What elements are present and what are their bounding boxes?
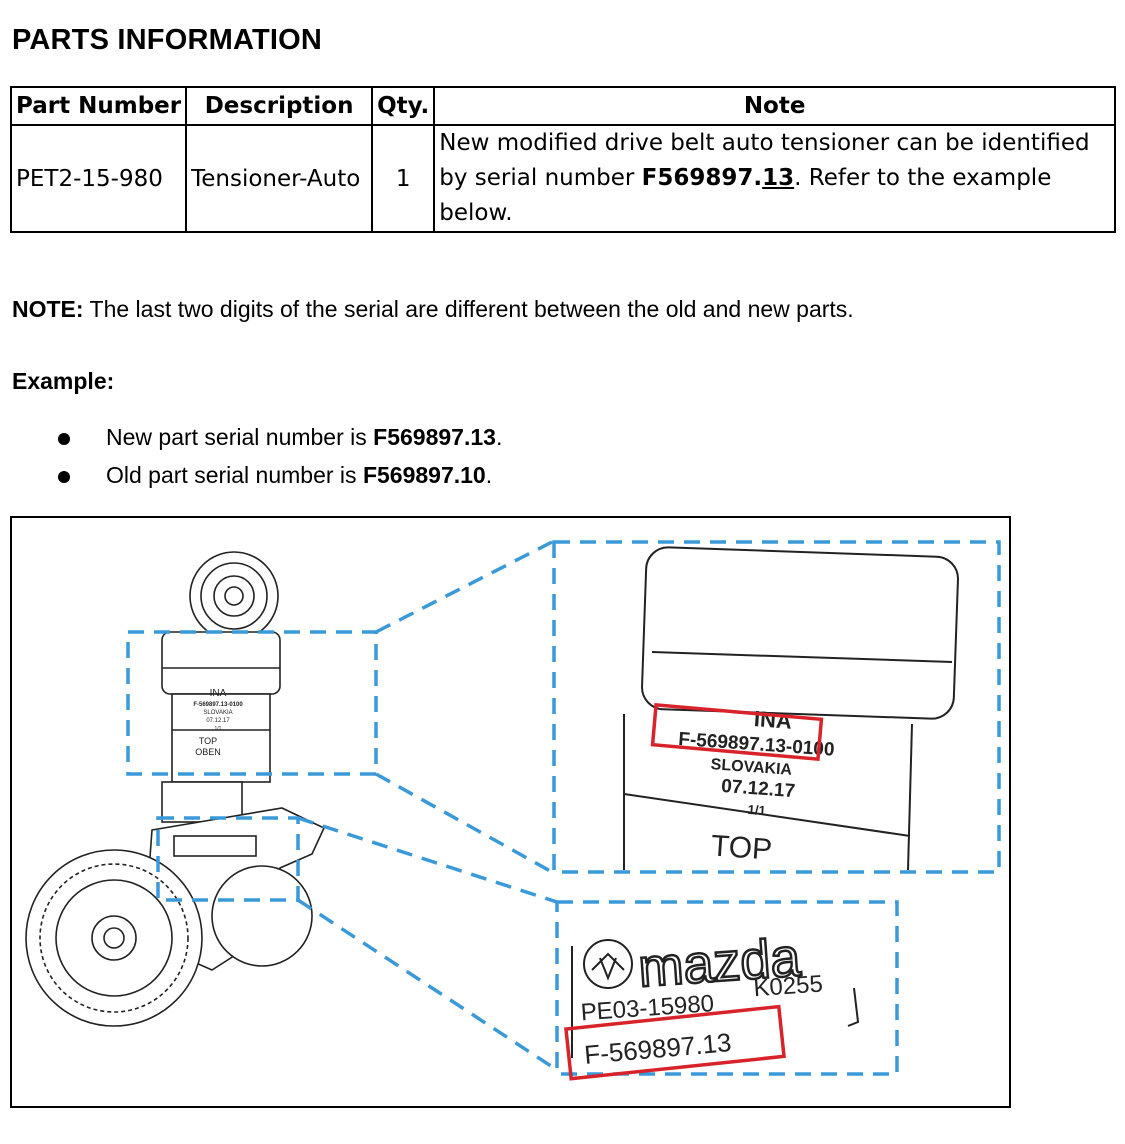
note-label: NOTE: <box>12 296 84 322</box>
note-serial-base: F569897. <box>641 165 763 191</box>
example-text-old: Old part serial number is <box>106 462 363 488</box>
note-text-2: . Refer to the example below. <box>439 165 1052 226</box>
small-label-text: INA F-569897.13-0100 SLOVAKIA 07.12.17 1… <box>193 688 243 757</box>
zoom-top-text-label: TOP <box>710 829 773 866</box>
zoom-callout-top <box>552 540 1001 874</box>
tensioner-illustration: INA F-569897.13-0100 SLOVAKIA 07.12.17 1… <box>25 540 1001 1081</box>
example-serial-new: F569897.13 <box>373 424 496 450</box>
pulley-bolt <box>103 927 125 949</box>
small-label-brand: INA <box>210 688 227 699</box>
example-label: Example: <box>12 368 115 394</box>
small-callout-bottom <box>156 816 300 902</box>
zoom-serial: F-569897.13-0100 <box>678 729 835 761</box>
zoom-body-line <box>623 793 911 837</box>
example-end-new: . <box>495 424 503 450</box>
small-callout-top <box>126 630 378 776</box>
parts-table: Part Number Description Qty. Note PET2-1… <box>9 86 1116 233</box>
connector-bottom-b <box>297 898 558 1072</box>
header-description: Description <box>185 86 374 126</box>
note-serial-suffix: 13 <box>762 165 795 191</box>
zoom-bottom-text: mazda PE03-15980 K0255 F-569897.13 <box>580 926 824 1070</box>
small-label-origin: SLOVAKIA <box>203 710 232 716</box>
example-text-new: New part serial number is <box>106 424 374 450</box>
arm-pivot <box>211 865 313 967</box>
cell-qty: 1 <box>371 124 436 233</box>
tensioner-figure: INA F-569897.13-0100 SLOVAKIA 07.12.17 1… <box>10 516 1011 1108</box>
zoom-cap <box>641 546 959 720</box>
zoom-body-sides <box>623 714 913 871</box>
connector-top-a <box>375 540 553 634</box>
bullet-icon <box>58 433 70 445</box>
zoom-plate-edges <box>571 946 860 1058</box>
zoom-origin: SLOVAKIA <box>710 756 793 779</box>
tensioner-drawing <box>25 551 326 1027</box>
note-text: The last two digits of the serial are di… <box>83 296 854 322</box>
small-label-date: 07.12.17 <box>206 718 230 724</box>
cell-description: Tensioner-Auto <box>185 124 374 233</box>
note-text-1: New modified drive belt auto tensioner c… <box>439 130 1090 191</box>
arm-label-plate <box>173 835 257 857</box>
upper-eye-bolt <box>224 586 244 606</box>
zoom-top-text: INA F-569897.13-0100 SLOVAKIA 07.12.17 1… <box>678 706 835 867</box>
small-label-top: TOP <box>199 736 217 746</box>
note-serial: F569897.13 <box>642 165 795 191</box>
header-qty: Qty. <box>371 86 436 126</box>
cell-note: New modified drive belt auto tensioner c… <box>433 124 1116 233</box>
zoom-top-drawing <box>623 546 959 871</box>
bullet-icon <box>58 471 70 483</box>
small-label-code: 1/1 <box>215 726 222 732</box>
zoom-callout-bottom <box>555 900 899 1076</box>
small-label-oben: OBEN <box>195 747 221 757</box>
zoom-code: 1/1 <box>747 802 766 818</box>
example-list: New part serial number is F569897.13. Ol… <box>58 424 502 500</box>
header-note: Note <box>433 86 1116 126</box>
zoom-cap-line <box>651 651 953 663</box>
header-part-number: Part Number <box>9 86 188 126</box>
zoom-logo-text: mazda <box>636 927 803 998</box>
cylinder-rod <box>161 781 243 823</box>
zoom-bottom-highlight <box>564 1004 786 1081</box>
zoom-top-highlight <box>650 702 824 762</box>
example-serial-old: F569897.10 <box>362 462 486 488</box>
mazda-logo-wings <box>591 952 625 981</box>
zoom-lot-code: K0255 <box>753 970 824 1002</box>
cell-part-number: PET2-15-980 <box>9 124 188 233</box>
cylinder-cap <box>161 631 281 695</box>
table-header-row: Part Number Description Qty. Note <box>9 86 1116 126</box>
callout-frames <box>126 540 1001 1076</box>
connector-bottom-a <box>297 816 558 904</box>
table-row: PET2-15-980 Tensioner-Auto 1 New modifie… <box>9 124 1116 233</box>
list-item: New part serial number is F569897.13. <box>58 424 502 462</box>
small-label-serial: F-569897.13-0100 <box>193 702 243 708</box>
list-item: Old part serial number is F569897.10. <box>58 462 502 500</box>
zoom-date: 07.12.17 <box>721 776 796 802</box>
mazda-logo-icon <box>583 939 633 989</box>
page-title: PARTS INFORMATION <box>12 24 323 56</box>
note-paragraph: NOTE: The last two digits of the serial … <box>12 296 854 323</box>
zoom-bottom-drawing <box>571 939 860 1058</box>
connector-top-b <box>375 772 553 874</box>
example-end-old: . <box>485 462 493 488</box>
zoom-brand: INA <box>753 706 793 734</box>
